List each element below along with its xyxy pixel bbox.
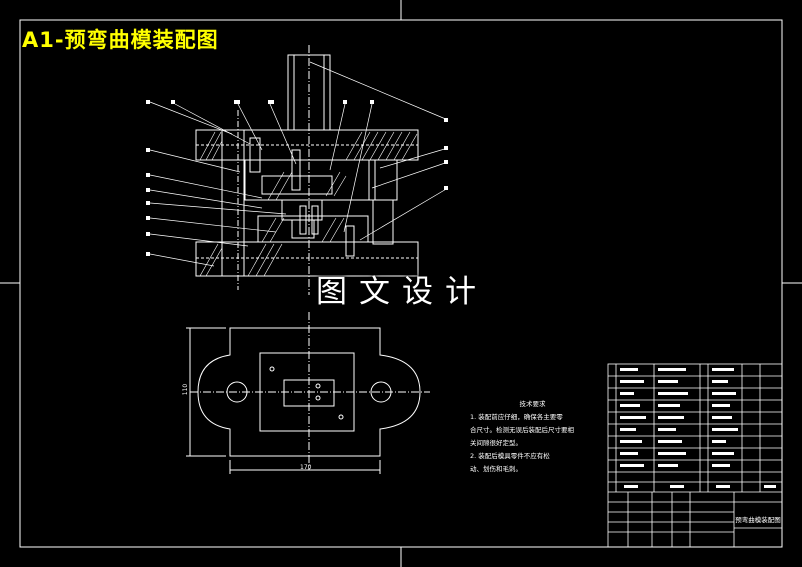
technical-requirement-line: 合尺寸。检测无误后装配后尺寸要相 <box>470 426 574 434</box>
section-hatching <box>199 131 418 277</box>
title-block <box>607 363 783 548</box>
technical-requirements-heading: 技术要求 <box>519 400 546 408</box>
watermark-text: 图文设计 <box>316 274 488 310</box>
technical-requirement-line: 1. 装配前应仔细，确保各主要零 <box>470 413 563 421</box>
technical-requirements: 技术要求 1. 装配前应仔细，确保各主要零 合尺寸。检测无误后装配后尺寸要相 关… <box>470 398 605 476</box>
title-block-text-marks <box>620 368 776 488</box>
technical-requirement-line: 2. 装配后模具零件不应有松 <box>470 452 550 460</box>
dimension-width: 170 <box>300 464 312 471</box>
technical-requirement-line: 关间隙很好定型。 <box>470 439 522 447</box>
assembly-section-view <box>195 45 419 295</box>
technical-requirement-line: 动、划伤和毛刺。 <box>470 465 522 473</box>
part-number-callouts <box>146 100 448 256</box>
plan-view <box>186 312 430 474</box>
part-leader-lines <box>149 61 449 267</box>
title-block-drawing-name: 预弯曲模装配图 <box>735 516 781 524</box>
drawing-title: A1-预弯曲模装配图 <box>22 28 219 52</box>
dimension-height: 110 <box>182 383 190 396</box>
